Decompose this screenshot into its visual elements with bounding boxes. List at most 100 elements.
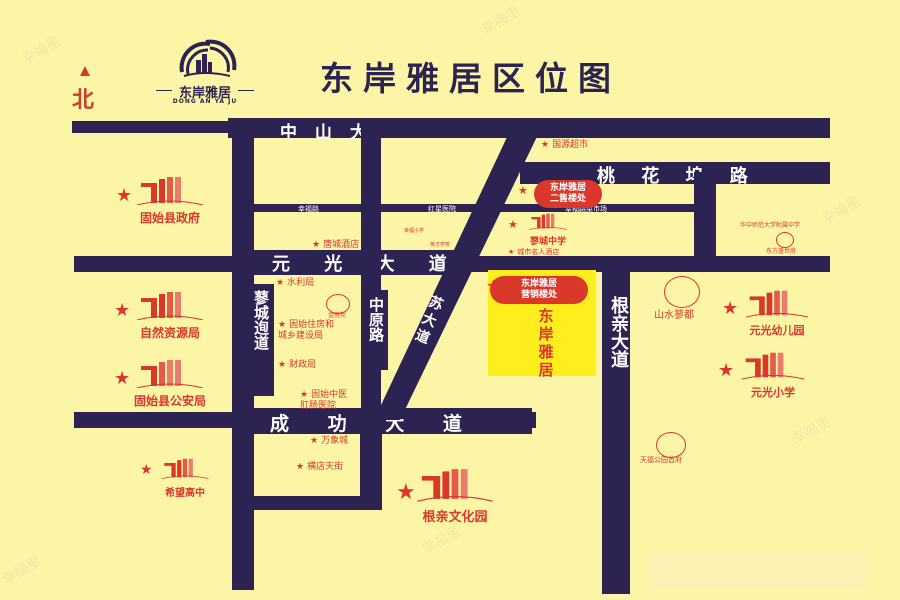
poi-label: 唐城酒店 bbox=[323, 240, 360, 250]
road-taohuawu bbox=[520, 162, 830, 184]
landmark-label: 固始县政府 bbox=[139, 211, 200, 225]
star-icon: ★ bbox=[140, 462, 153, 478]
faded-area bbox=[650, 553, 867, 588]
house-emblem-icon bbox=[656, 432, 686, 458]
poi-label: 水利局 bbox=[287, 278, 315, 288]
divider bbox=[156, 90, 172, 91]
road-label-xingfu: 幸福路 bbox=[298, 205, 319, 213]
poi-label: 城市名人酒店 bbox=[517, 248, 560, 256]
poi-dongfang[interactable]: 东方盛世府 bbox=[766, 248, 797, 255]
house-emblem-icon bbox=[326, 294, 350, 314]
landmark-culture-park[interactable]: ★ 根亲文化园 bbox=[390, 466, 520, 525]
star-icon: ★ bbox=[508, 218, 518, 231]
poi-jinfu[interactable]: 金府苑 bbox=[328, 312, 347, 319]
poi-yingcai-school[interactable]: 英才学校 bbox=[430, 242, 451, 248]
poi-label: 固始住房和 城乡建设局 bbox=[278, 320, 335, 341]
poi-hengdian[interactable]: ★横店天街 bbox=[296, 462, 343, 473]
poi-celebrity-hotel[interactable]: ★城市名人酒店 bbox=[508, 248, 559, 256]
star-icon: ★ bbox=[310, 436, 319, 446]
landmark-hope-school[interactable]: ★ 希望高中 bbox=[140, 456, 230, 499]
landmark-label: 固始县公安局 bbox=[133, 394, 206, 408]
road-east-connector bbox=[694, 172, 716, 264]
poi-xingfu-school[interactable]: 幸福小学 bbox=[404, 228, 425, 234]
landmark-label: 自然资源局 bbox=[139, 326, 200, 340]
divider bbox=[238, 90, 254, 91]
poi-tianfu[interactable]: 天福公园首府 bbox=[640, 456, 682, 464]
star-icon: ★ bbox=[296, 462, 305, 472]
landmark-kindergarten[interactable]: ★ 元光幼儿园 bbox=[722, 288, 832, 338]
building-icon bbox=[415, 466, 495, 502]
star-icon: ★ bbox=[722, 298, 739, 319]
poi-shanshui[interactable]: 山水蓼都 bbox=[654, 310, 694, 321]
building-icon bbox=[135, 175, 205, 205]
poi-tangcheng-hotel[interactable]: ★唐城酒店 bbox=[312, 240, 359, 251]
building-icon bbox=[160, 456, 210, 480]
road-label-chenggong: 成 功 大 道 bbox=[270, 413, 478, 435]
road-zhongshan-west bbox=[72, 121, 232, 133]
poi-label: 国源超市 bbox=[552, 140, 589, 150]
building-icon bbox=[135, 290, 205, 320]
star-icon: ★ bbox=[541, 140, 550, 150]
building-icon bbox=[528, 212, 568, 230]
house-emblem-icon bbox=[664, 276, 700, 308]
second-sales-office-badge[interactable]: 东岸雅居 二售楼处 bbox=[534, 180, 602, 208]
landmark-label: 元光幼儿园 bbox=[749, 324, 805, 337]
star-icon: ★ bbox=[114, 300, 131, 321]
poi-finance-bureau[interactable]: ★财政局 bbox=[278, 360, 316, 371]
poi-label: 固始中医 肛肠医院 bbox=[300, 390, 348, 411]
poi-guoyuan[interactable]: ★国源超市 bbox=[541, 140, 588, 151]
road-west-vertical bbox=[232, 128, 254, 590]
road-label-mengcheng: 蓼城迿道 bbox=[252, 290, 270, 350]
landmark-label: 元光小学 bbox=[751, 386, 795, 399]
poi-wanxiang[interactable]: ★万象城 bbox=[310, 436, 348, 447]
logo-name: 东岸雅居 bbox=[178, 86, 231, 101]
star-icon: ★ bbox=[116, 185, 133, 206]
landmark-gov[interactable]: ★ 固始县政府 bbox=[110, 175, 230, 226]
page-title: 东岸雅居区位图 bbox=[320, 59, 621, 98]
landmark-primary-school[interactable]: ★ 元光小学 bbox=[718, 350, 828, 400]
landmark-police[interactable]: ★ 固始县公安局 bbox=[110, 358, 230, 409]
north-indicator: 北 bbox=[72, 88, 95, 113]
landmark-resources[interactable]: ★ 自然资源局 bbox=[110, 290, 230, 341]
north-arrow-icon bbox=[80, 66, 90, 76]
brand-logo: 东岸雅居 DONG AN YA JU bbox=[150, 38, 260, 108]
road-south-connector bbox=[360, 428, 382, 506]
star-icon: ★ bbox=[396, 480, 416, 505]
road-genqin bbox=[602, 264, 630, 594]
star-icon: ★ bbox=[718, 360, 735, 381]
road-zhongyuan bbox=[362, 290, 388, 370]
road-yuanguang-main bbox=[232, 250, 464, 275]
building-icon bbox=[744, 288, 810, 318]
poi-label: 横店天街 bbox=[307, 462, 344, 472]
star-icon: ★ bbox=[114, 368, 131, 389]
poi-huazhong-school[interactable]: 华中师范大学附属中学 bbox=[740, 222, 801, 229]
logo-emblem-icon bbox=[179, 39, 237, 77]
road-label-yuanguang: 元 光 大 道 bbox=[272, 254, 461, 275]
star-icon: ★ bbox=[508, 248, 515, 256]
poi-water-bureau[interactable]: ★水利局 bbox=[276, 278, 314, 289]
landmark-mengcheng-middle[interactable]: ★ 蓼城中学 bbox=[508, 212, 588, 247]
logo-subtitle: DONG AN YA JU bbox=[172, 98, 238, 105]
star-icon: ★ bbox=[486, 276, 501, 295]
poi-label: 财政局 bbox=[289, 360, 317, 370]
star-icon: ★ bbox=[300, 390, 309, 400]
poi-housing-bureau[interactable]: ★固始住房和 城乡建设局 bbox=[278, 320, 334, 342]
road-label-genqin: 根亲大道 bbox=[608, 296, 629, 368]
road-mengcheng bbox=[248, 284, 274, 396]
star-icon: ★ bbox=[278, 360, 287, 370]
road-label-hongxing: 红星医院 bbox=[428, 205, 456, 213]
road-south-loop bbox=[254, 496, 382, 510]
poi-label: 万象城 bbox=[321, 436, 349, 446]
sales-office-badge[interactable]: 东岸雅居 营销楼处 bbox=[490, 276, 588, 304]
poi-tcm-hospital[interactable]: ★固始中医 肛肠医院 bbox=[300, 390, 347, 412]
project-name: 东岸雅居 bbox=[538, 307, 554, 379]
road-label-zhongyuan: 中原路 bbox=[367, 297, 385, 342]
house-emblem-icon bbox=[776, 232, 794, 248]
star-icon: ★ bbox=[278, 320, 287, 330]
star-icon: ★ bbox=[276, 278, 285, 288]
star-icon: ★ bbox=[312, 240, 321, 250]
landmark-label: 希望高中 bbox=[165, 488, 205, 499]
road-label-xingfu-market: 幸福路菜市场 bbox=[565, 205, 607, 213]
